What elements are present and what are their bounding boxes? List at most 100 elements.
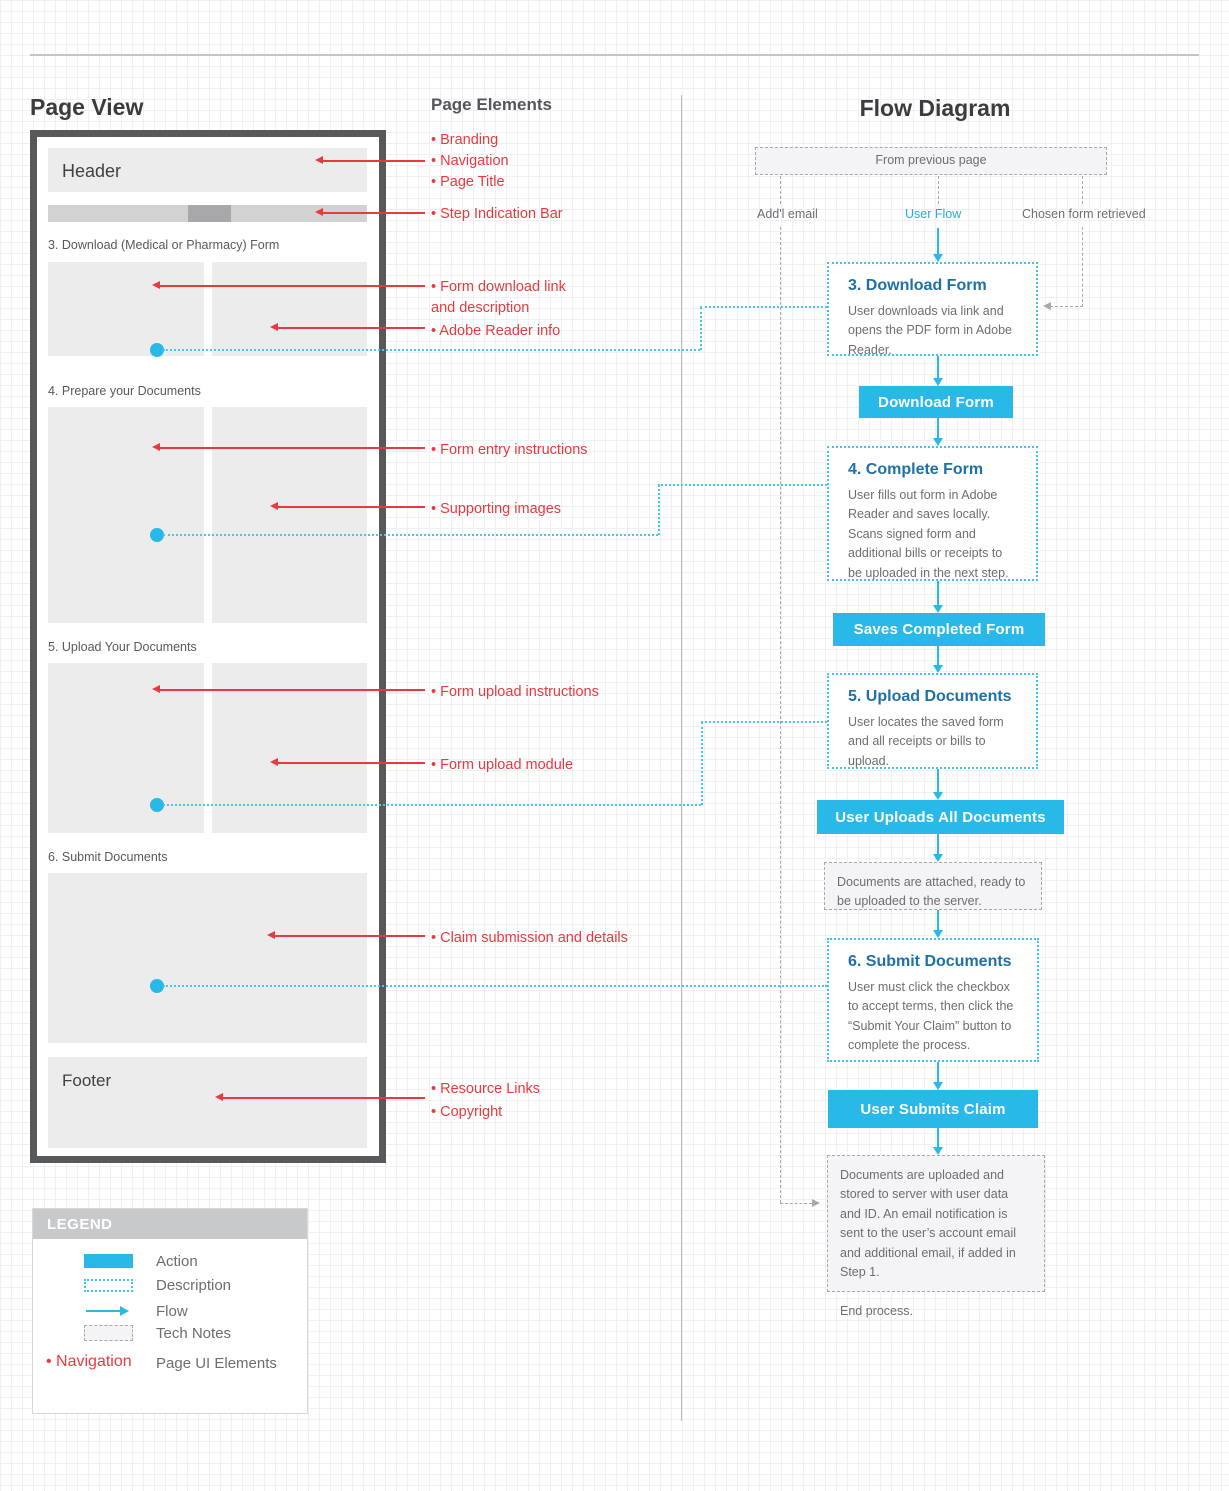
step-title: 5. Upload Documents xyxy=(848,688,1012,705)
annotation-arrowhead-icon xyxy=(267,931,275,939)
step-description: User must click the checkbox to accept t… xyxy=(848,980,1014,1053)
flow-arrow xyxy=(937,356,939,378)
annotation-arrow-adobe xyxy=(277,327,425,329)
annotation-entry-instructions: • Form entry instructions xyxy=(431,442,588,458)
connector-complete-h2 xyxy=(658,484,827,486)
connector-download-h2 xyxy=(700,306,827,308)
connector-upload-v xyxy=(701,722,703,805)
tech-note-documents-attached: Documents are attached, ready to be uplo… xyxy=(824,862,1042,910)
page-elements-title: Page Elements xyxy=(431,95,552,114)
lane-label-chosen-form: Chosen form retrieved xyxy=(1022,207,1146,221)
annotation-arrowhead-icon xyxy=(270,502,278,510)
flow-arrow xyxy=(937,646,939,665)
annotation-arrowhead-icon xyxy=(152,281,160,289)
annotation-arrow-footer xyxy=(222,1097,425,1099)
flow-arrow xyxy=(937,1062,939,1082)
annotation-page-title: • Page Title xyxy=(431,174,505,190)
stub-addl-email xyxy=(780,176,781,204)
flow-arrowhead-icon xyxy=(933,1082,943,1090)
annotation-arrow-download xyxy=(159,285,425,287)
callout-dot-upload xyxy=(150,798,164,812)
from-previous-page-node: From previous page xyxy=(755,147,1107,175)
step-description: User downloads via link and opens the PD… xyxy=(848,304,1012,357)
step-box-download-form: 3. Download Form User downloads via link… xyxy=(827,262,1038,357)
legend-flow-arrow-icon xyxy=(86,1310,120,1312)
supporting-images-placeholder xyxy=(212,407,367,623)
legend-tech-notes-swatch xyxy=(84,1325,133,1341)
wireframe-browser-frame: Header 3. Download (Medical or Pharmacy)… xyxy=(30,130,386,1163)
user-uploads-all-documents-button[interactable]: User Uploads All Documents xyxy=(817,800,1064,834)
section-label-download-form: 3. Download (Medical or Pharmacy) Form xyxy=(48,238,280,252)
step-box-upload-documents: 5. Upload Documents User locates the sav… xyxy=(827,673,1038,769)
annotation-arrowhead-icon xyxy=(270,758,278,766)
annotation-supporting-images: • Supporting images xyxy=(431,501,562,517)
user-submits-claim-button[interactable]: User Submits Claim xyxy=(828,1090,1038,1128)
flow-diagram-title: Flow Diagram xyxy=(859,95,1011,121)
wireframe-header-label: Header xyxy=(62,161,122,181)
section-label-upload-documents: 5. Upload Your Documents xyxy=(48,640,197,654)
flow-arrowhead-icon xyxy=(933,438,943,446)
annotation-arrowhead-icon xyxy=(152,443,160,451)
annotation-adobe-reader: • Adobe Reader info xyxy=(431,323,561,339)
step-box-complete-form: 4. Complete Form User fills out form in … xyxy=(827,446,1038,581)
annotation-arrow-upload-instructions xyxy=(159,689,425,691)
connector-download-v xyxy=(700,307,702,350)
legend: LEGEND Action Description Flow Tech Note… xyxy=(32,1208,308,1414)
download-form-button[interactable]: Download Form xyxy=(859,386,1013,418)
tech-note-end-process: Documents are uploaded and stored to ser… xyxy=(827,1155,1045,1318)
callout-dot-submit xyxy=(150,979,164,993)
flow-arrow xyxy=(937,1128,939,1147)
annotation-arrow-entry xyxy=(159,447,425,449)
route-chosen-form-v xyxy=(1082,227,1083,307)
annotation-arrow-images xyxy=(277,506,425,508)
step-title: 4. Complete Form xyxy=(848,461,984,478)
annotation-arrowhead-icon xyxy=(215,1093,223,1101)
route-addl-email-h xyxy=(780,1203,812,1204)
claim-submission-placeholder xyxy=(48,873,367,1043)
annotation-arrow-stepbar xyxy=(322,212,425,214)
gray-arrowhead-left-icon xyxy=(1043,302,1051,310)
flow-arrowhead-icon xyxy=(933,378,943,386)
flow-arrowhead-icon xyxy=(933,854,943,862)
annotation-arrowhead-icon xyxy=(315,208,323,216)
legend-flow-label: Flow xyxy=(156,1303,188,1320)
top-divider xyxy=(30,54,1199,56)
connector-upload-h2 xyxy=(701,721,827,723)
route-addl-email-v xyxy=(780,227,781,1203)
legend-title: LEGEND xyxy=(33,1209,307,1239)
lane-label-addl-email: Add'l email xyxy=(757,207,818,221)
step-title: 3. Download Form xyxy=(848,277,987,294)
stub-user-flow xyxy=(938,176,939,204)
flow-arrowhead-icon xyxy=(933,792,943,800)
connector-complete-h1 xyxy=(163,534,658,536)
annotation-arrow-upload-module xyxy=(277,762,425,764)
flow-arrow xyxy=(937,228,939,254)
stub-chosen-form xyxy=(1082,176,1083,204)
lane-label-user-flow: User Flow xyxy=(905,207,962,221)
step-indication-bar-active xyxy=(188,205,231,222)
section-label-prepare-documents: 4. Prepare your Documents xyxy=(48,384,201,398)
connector-submit-h xyxy=(163,985,827,987)
annotation-step-bar: • Step Indication Bar xyxy=(431,206,563,222)
annotation-resource-links: • Resource Links xyxy=(431,1081,541,1097)
flow-arrow xyxy=(937,834,939,854)
saves-completed-form-button[interactable]: Saves Completed Form xyxy=(833,613,1045,646)
step-indication-bar xyxy=(48,205,367,222)
legend-action-label: Action xyxy=(156,1253,198,1270)
annotation-copyright: • Copyright xyxy=(431,1104,503,1120)
step-title: 6. Submit Documents xyxy=(848,953,1012,970)
legend-flow-arrowhead-icon xyxy=(120,1306,129,1316)
legend-tech-notes-label: Tech Notes xyxy=(156,1325,232,1342)
annotation-arrowhead-icon xyxy=(270,323,278,331)
flow-arrowhead-icon xyxy=(933,930,943,938)
legend-description-swatch xyxy=(84,1279,133,1292)
connector-complete-v xyxy=(658,485,660,535)
annotation-branding: • Branding xyxy=(431,132,499,148)
legend-navigation-label: Page UI Elements xyxy=(156,1355,277,1372)
flow-arrow xyxy=(937,769,939,792)
flow-arrowhead-icon xyxy=(933,1147,943,1155)
gray-arrowhead-right-icon xyxy=(812,1199,820,1207)
wireframe-footer-label: Footer xyxy=(62,1071,112,1090)
section-label-submit-documents: 6. Submit Documents xyxy=(48,850,168,864)
column-divider xyxy=(681,95,682,1421)
